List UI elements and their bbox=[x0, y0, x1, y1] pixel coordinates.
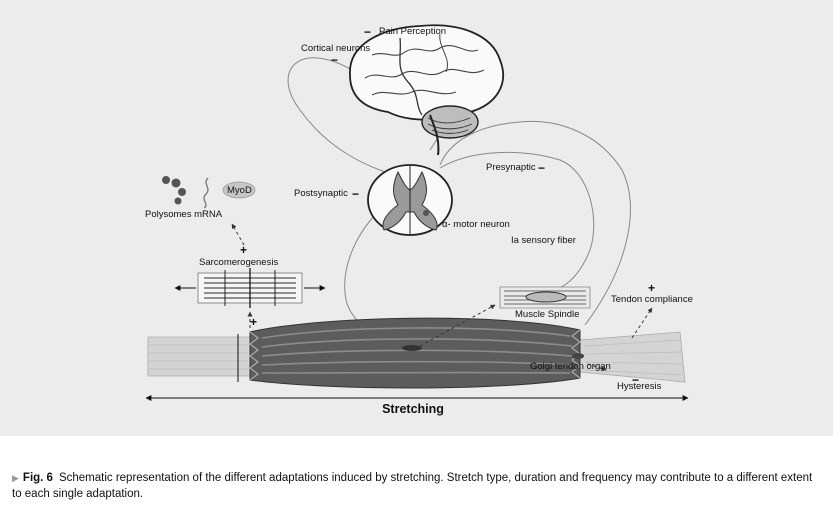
muscle-illustration bbox=[147, 317, 686, 389]
label-pain-perception: Pain Perception bbox=[379, 26, 446, 37]
golgi-organ-mark bbox=[572, 353, 584, 359]
polysomes-illustration bbox=[162, 176, 209, 209]
label-sarcomerogenesis: Sarcomerogenesis bbox=[199, 257, 278, 268]
label-ia-sensory-fiber: Ia sensory fiber bbox=[511, 235, 576, 246]
tendon-left bbox=[147, 336, 251, 377]
caption-triangle-icon: ▶ bbox=[12, 473, 19, 483]
sign-presynaptic: − bbox=[538, 161, 545, 175]
sign-pain-perception: − bbox=[364, 25, 371, 39]
spinal-cord-section bbox=[367, 164, 453, 236]
sign-sarcomerogenesis: + bbox=[240, 243, 247, 257]
label-presynaptic: Presynaptic bbox=[486, 162, 536, 173]
myod-blob bbox=[222, 181, 256, 199]
label-stretching: Stretching bbox=[382, 402, 444, 416]
arrow-to-spindle bbox=[419, 304, 496, 347]
caption-fig-label: Fig. 6 bbox=[22, 472, 53, 484]
ia-sensory-fiber bbox=[439, 151, 595, 293]
sign-hysteresis: − bbox=[632, 373, 639, 387]
arrow-to-tendon-compliance bbox=[631, 307, 653, 339]
label-polysomes-mrna: Polysomes mRNA bbox=[145, 209, 223, 220]
brain-illustration bbox=[349, 24, 505, 156]
label-muscle-spindle: Muscle Spindle bbox=[515, 309, 579, 320]
motor-loop-pathway bbox=[439, 120, 631, 326]
arrow-to-polysomes bbox=[231, 223, 245, 246]
label-golgi-tendon-organ: Golgi tendon organ bbox=[530, 361, 611, 372]
nerve-pathways bbox=[287, 57, 631, 349]
sign-postsynaptic: − bbox=[352, 187, 359, 201]
sign-sarcomere-growth: + bbox=[250, 315, 257, 329]
diagram: − − − − + + + − Pain Perception Cortical… bbox=[145, 24, 693, 416]
muscle-spindle-illustration bbox=[499, 286, 591, 309]
cortical-pathway bbox=[287, 57, 396, 176]
label-tendon-compliance: Tendon compliance bbox=[611, 294, 693, 305]
label-postsynaptic: Postsynaptic bbox=[294, 188, 348, 199]
sign-cortical-neurons: − bbox=[331, 53, 338, 67]
label-cortical-neurons: Cortical neurons bbox=[301, 43, 370, 54]
dashed-arrows bbox=[231, 223, 653, 371]
figure-panel: − − − − + + + − Pain Perception Cortical… bbox=[0, 0, 833, 436]
sarcomere-illustration bbox=[174, 268, 326, 308]
sign-tendon-compliance: + bbox=[648, 281, 655, 295]
motor-endplate bbox=[402, 345, 422, 351]
label-motor-neuron: α- motor neuron bbox=[442, 219, 510, 230]
label-hysteresis: Hysteresis bbox=[617, 381, 662, 392]
mrna-strand bbox=[203, 177, 209, 209]
caption-text: Schematic representation of the differen… bbox=[12, 472, 813, 500]
label-myod: MyoD bbox=[227, 185, 252, 196]
